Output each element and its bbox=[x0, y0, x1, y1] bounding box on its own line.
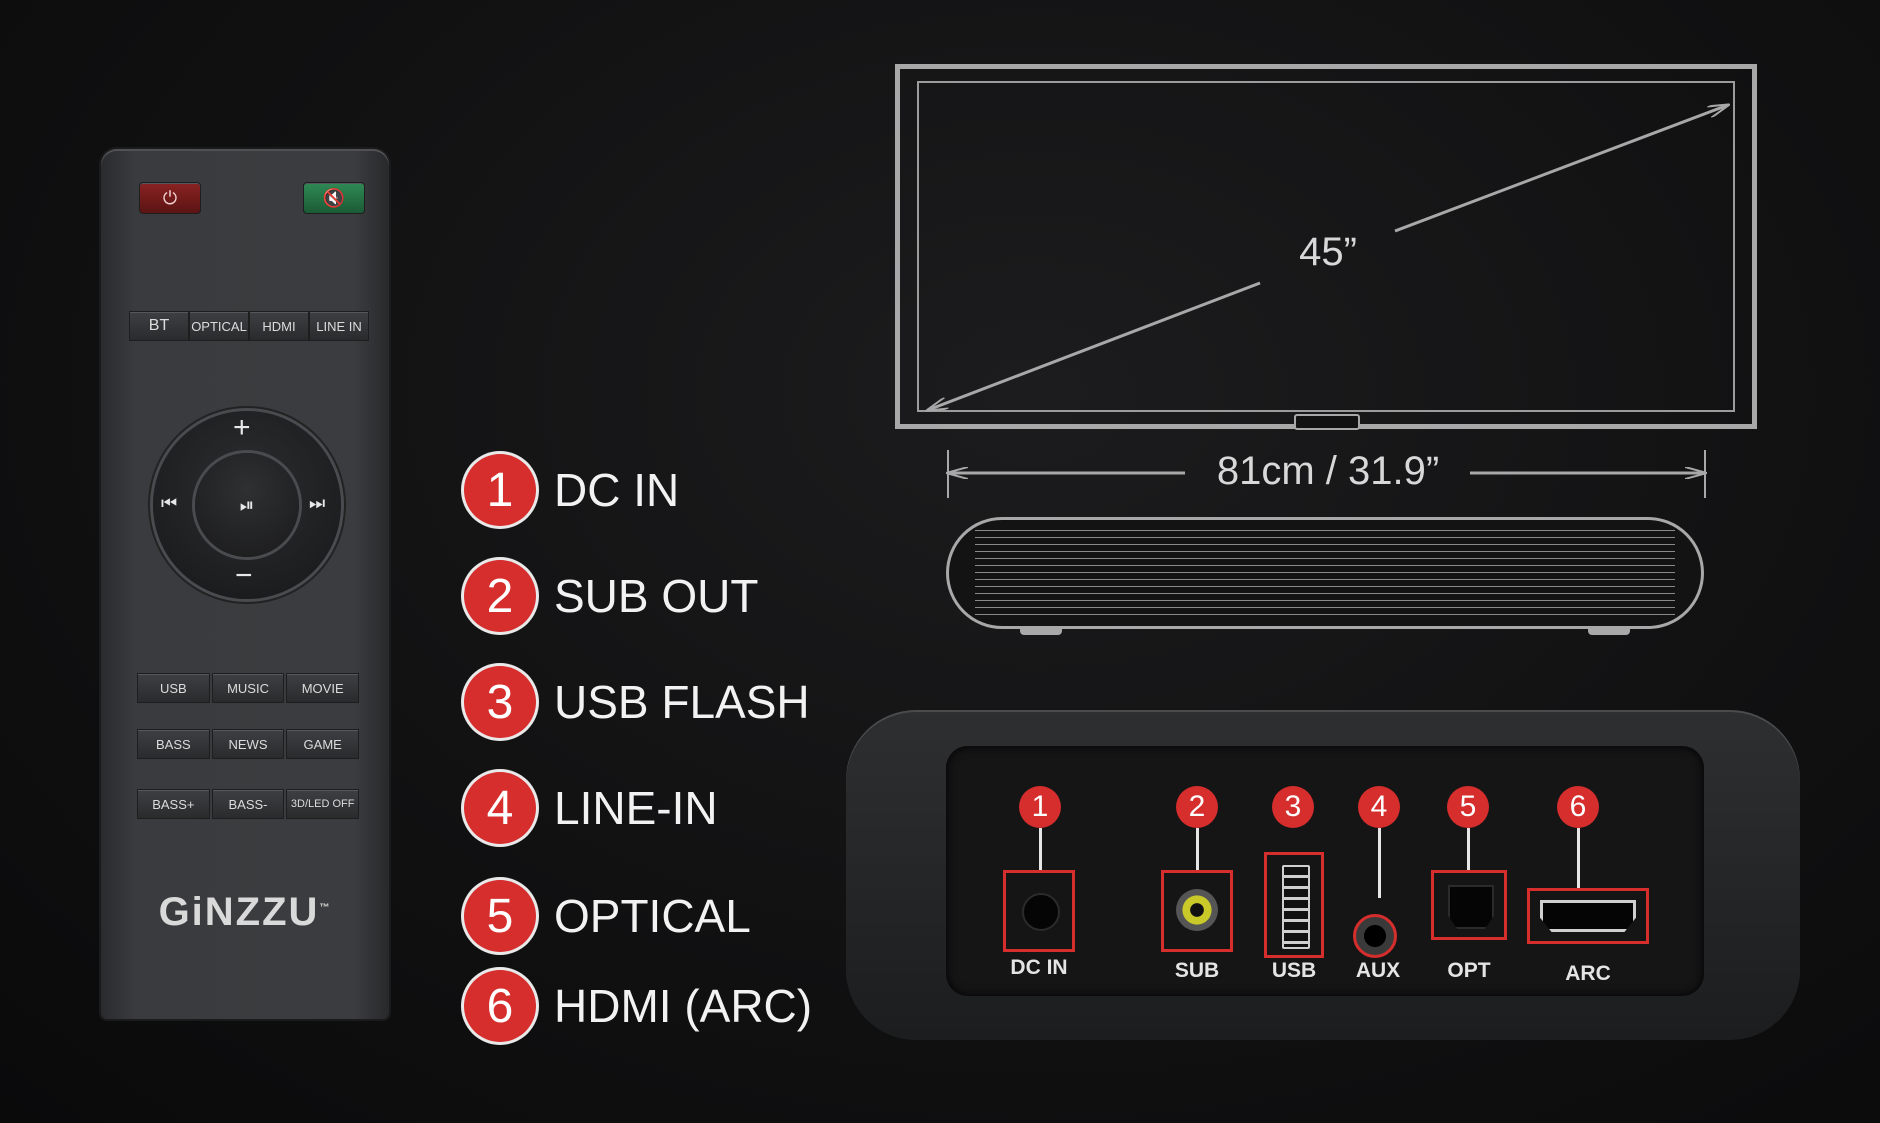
port-number-badge: 5 bbox=[464, 880, 536, 952]
port-list-label: OPTICAL bbox=[554, 890, 751, 942]
music-button[interactable]: MUSIC bbox=[211, 673, 285, 703]
power-icon[interactable]: ⏻ bbox=[139, 182, 201, 214]
bass-button[interactable]: BASS bbox=[137, 729, 210, 759]
port-number-badge: 2 bbox=[464, 560, 536, 632]
connector-panel: 1 DC IN 2 SUB 3 USB 4 AUX 5 OPT 6 bbox=[946, 746, 1704, 996]
volume-down-icon[interactable]: − bbox=[235, 559, 253, 592]
port-list-item-3: 3 USB FLASH bbox=[464, 662, 810, 742]
port-list-label: LINE-IN bbox=[554, 782, 718, 834]
port-list-label: DC IN bbox=[554, 464, 680, 516]
back-panel: 1 DC IN 2 SUB 3 USB 4 AUX 5 OPT 6 bbox=[846, 710, 1800, 1040]
next-icon[interactable]: ⏭ bbox=[309, 493, 326, 513]
tv-screen bbox=[917, 81, 1735, 412]
soundbar-outline bbox=[946, 517, 1704, 629]
usb-port bbox=[1264, 852, 1324, 958]
port-list-label: SUB OUT bbox=[554, 570, 759, 622]
led-off-button[interactable]: 3D/LED OFF bbox=[286, 789, 360, 819]
port-list-label: HDMI (ARC) bbox=[554, 980, 813, 1032]
volume-up-icon[interactable]: + bbox=[233, 411, 251, 444]
port-number-badge: 3 bbox=[464, 666, 536, 738]
port-list-item-6: 6 HDMI (ARC) bbox=[464, 966, 812, 1046]
port-list-item-1: 1 DC IN bbox=[464, 450, 679, 530]
optical-port bbox=[1431, 870, 1507, 940]
tv-stand bbox=[1294, 414, 1360, 430]
remote-control: ⏻ 🔇 BT OPTICAL HDMI LINE IN + − ⏮ ⏭ ⏯ US… bbox=[101, 149, 389, 1019]
mode-row-3: BASS+ BASS- 3D/LED OFF bbox=[137, 789, 360, 819]
hdmi-arc-port bbox=[1527, 888, 1649, 944]
port-list-item-2: 2 SUB OUT bbox=[464, 556, 758, 636]
mode-row-2: BASS NEWS GAME bbox=[137, 729, 360, 759]
aux-port bbox=[1353, 914, 1397, 958]
movie-button[interactable]: MOVIE bbox=[286, 673, 360, 703]
sub-label: SUB bbox=[1174, 959, 1220, 982]
leader-line bbox=[1378, 828, 1381, 898]
leader-line bbox=[1577, 828, 1580, 888]
game-button[interactable]: GAME bbox=[286, 729, 360, 759]
bt-button[interactable]: BT bbox=[129, 311, 189, 341]
previous-icon[interactable]: ⏮ bbox=[161, 493, 178, 513]
brand-logo: GiNZZU™ bbox=[101, 890, 389, 935]
port-number-badge: 1 bbox=[464, 454, 536, 526]
port-badge-usb: 3 bbox=[1272, 786, 1314, 828]
source-buttons: BT OPTICAL HDMI LINE IN bbox=[129, 311, 369, 341]
tv-diagonal-label: 45” bbox=[1299, 230, 1357, 274]
play-pause-icon[interactable]: ⏯ bbox=[195, 453, 299, 557]
soundbar-grille bbox=[975, 530, 1675, 616]
mute-icon[interactable]: 🔇 bbox=[303, 182, 365, 214]
usb-label: USB bbox=[1271, 959, 1317, 982]
soundbar-foot-right bbox=[1588, 627, 1630, 635]
leader-line bbox=[1039, 828, 1042, 870]
port-badge-aux: 4 bbox=[1358, 786, 1400, 828]
leader-line bbox=[1196, 828, 1199, 870]
diagonal-arrow-lower bbox=[928, 281, 1261, 410]
hdmi-button[interactable]: HDMI bbox=[249, 311, 309, 341]
port-badge-arc: 6 bbox=[1557, 786, 1599, 828]
port-badge-dc-in: 1 bbox=[1019, 786, 1061, 828]
dc-in-label: DC IN bbox=[1010, 956, 1068, 979]
port-list-item-5: 5 OPTICAL bbox=[464, 876, 751, 956]
line-in-button[interactable]: LINE IN bbox=[309, 311, 369, 341]
brand-name: GiNZZU bbox=[158, 890, 320, 934]
sub-port bbox=[1161, 870, 1233, 952]
port-badge-sub: 2 bbox=[1176, 786, 1218, 828]
navigation-dial[interactable]: + − ⏮ ⏭ ⏯ bbox=[153, 411, 341, 599]
port-number-badge: 4 bbox=[464, 772, 536, 844]
usb-button[interactable]: USB bbox=[137, 673, 210, 703]
mode-row-1: USB MUSIC MOVIE bbox=[137, 673, 360, 703]
arc-label: ARC bbox=[1565, 962, 1611, 985]
diagonal-arrow-upper bbox=[1394, 105, 1728, 233]
aux-label: AUX bbox=[1355, 959, 1401, 982]
port-list-label: USB FLASH bbox=[554, 676, 810, 728]
port-list-item-4: 4 LINE-IN bbox=[464, 768, 718, 848]
port-number-badge: 6 bbox=[464, 970, 536, 1042]
leader-line bbox=[1467, 828, 1470, 870]
trademark: ™ bbox=[319, 902, 332, 914]
bass-plus-button[interactable]: BASS+ bbox=[137, 789, 210, 819]
soundbar-foot-left bbox=[1020, 627, 1062, 635]
bass-minus-button[interactable]: BASS- bbox=[211, 789, 285, 819]
optical-button[interactable]: OPTICAL bbox=[189, 311, 249, 341]
port-badge-opt: 5 bbox=[1447, 786, 1489, 828]
opt-label: OPT bbox=[1447, 959, 1491, 982]
dc-in-port bbox=[1003, 870, 1075, 952]
soundbar-width-label: 81cm / 31.9” bbox=[1216, 449, 1440, 493]
news-button[interactable]: NEWS bbox=[211, 729, 285, 759]
